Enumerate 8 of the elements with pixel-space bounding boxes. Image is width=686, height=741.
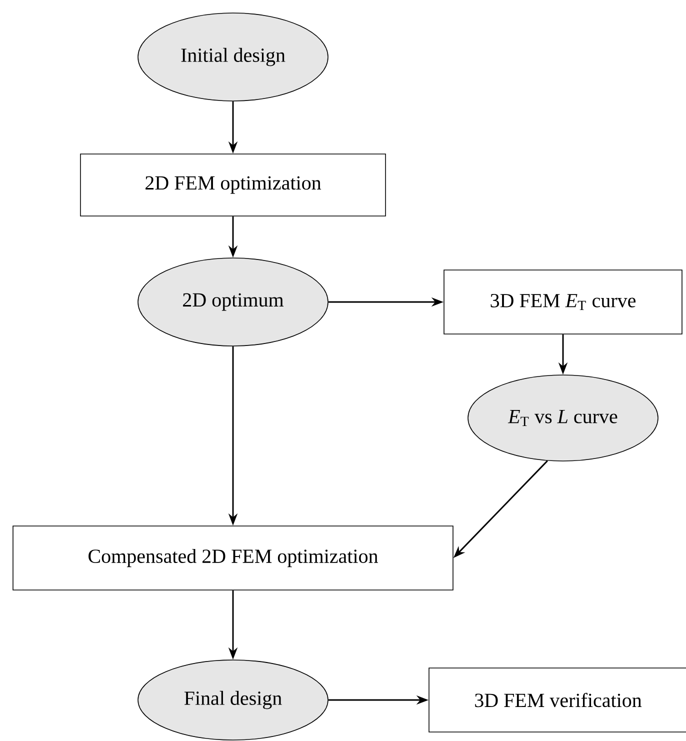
process-box: 2D FEM optimization xyxy=(80,154,386,216)
ellipse-node: E$_{T}$ vs L curve xyxy=(468,374,658,462)
process-box: 3D FEM verification xyxy=(428,668,686,732)
ellipse-node: Final design xyxy=(138,660,328,740)
ellipse-node: Initial design xyxy=(138,12,328,102)
process-box: 3D FEM E$_{T}$ curve xyxy=(444,270,682,334)
process-box: Compensated 2D FEM optimization xyxy=(12,526,454,590)
ellipse-node: 2D optimum xyxy=(138,258,328,346)
